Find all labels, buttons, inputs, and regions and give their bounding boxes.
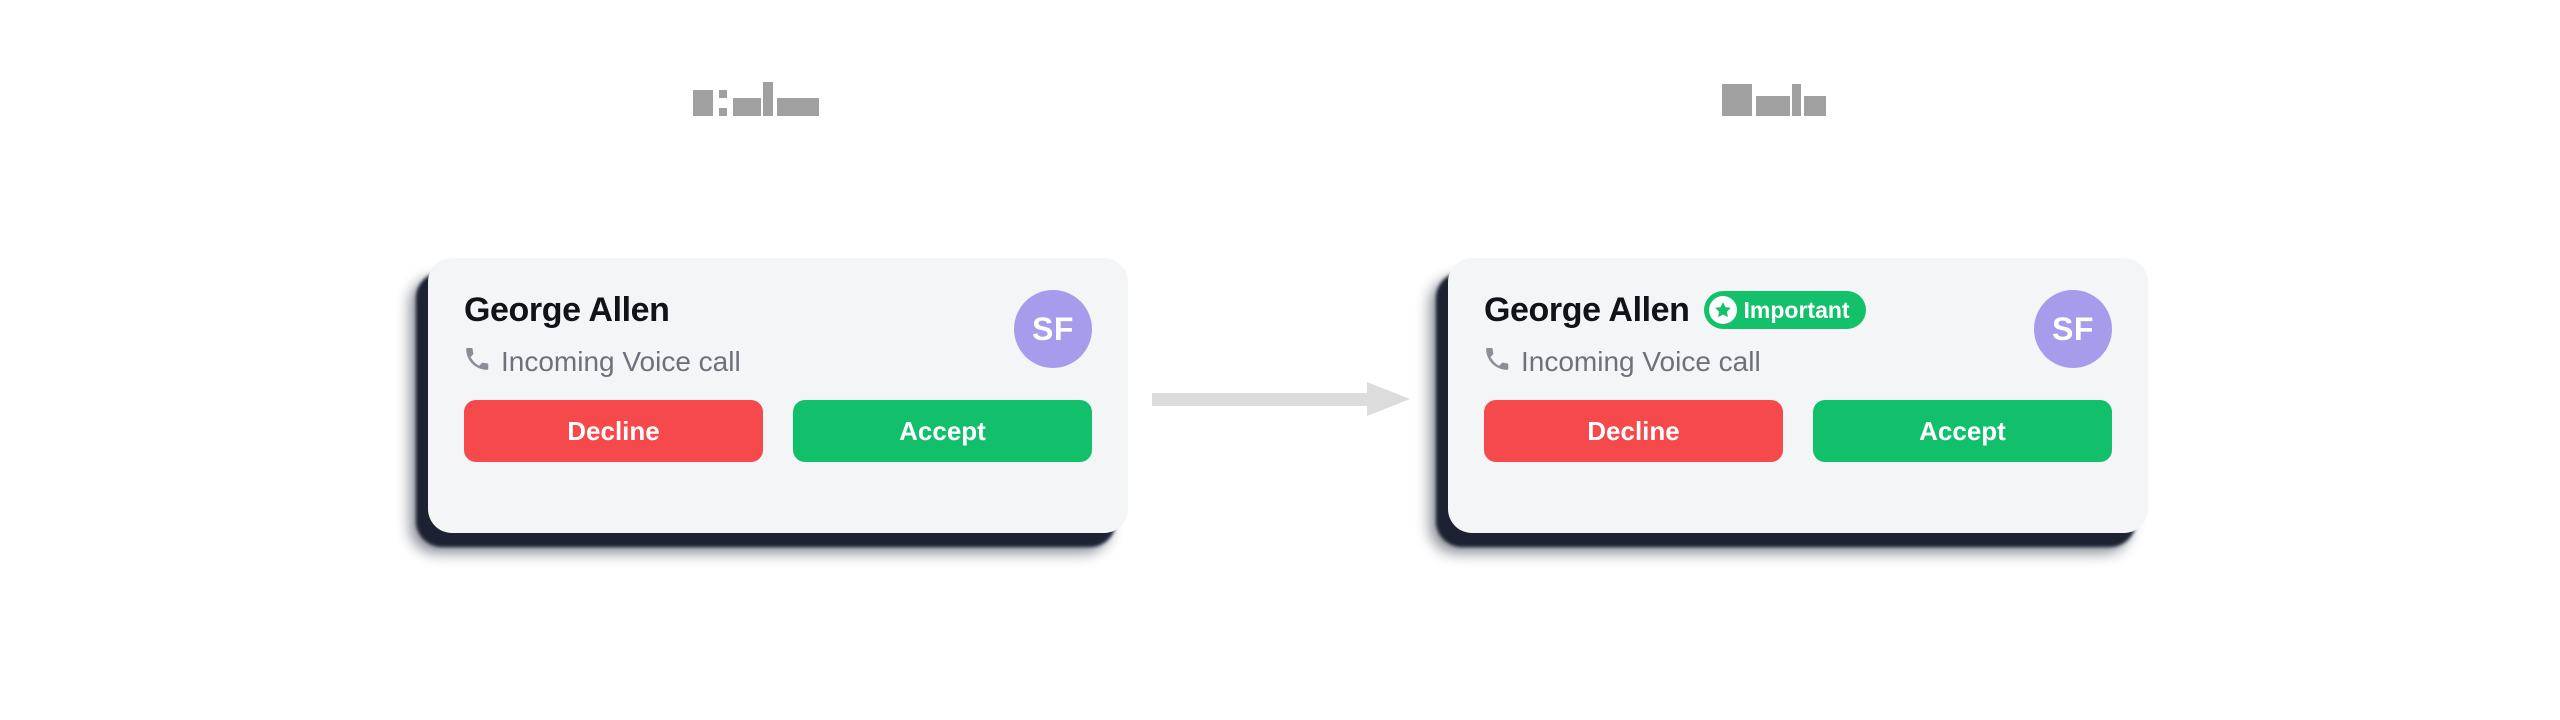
status-badge-label: Important	[1743, 296, 1850, 323]
redacted-text-block-right	[1722, 80, 1826, 120]
notification-card-with-badge: George Allen Important	[1430, 258, 2148, 553]
arrow-right-icon	[1152, 382, 1410, 416]
accept-button[interactable]: Accept	[793, 400, 1092, 462]
decline-button[interactable]: Decline	[464, 400, 763, 462]
accept-button[interactable]: Accept	[1813, 400, 2112, 462]
phone-icon	[1484, 346, 1510, 377]
star-icon	[1708, 296, 1737, 324]
notification-card-default: George Allen Incoming Voice call SF Decl…	[410, 258, 1128, 553]
title-row: George Allen	[464, 288, 1092, 332]
call-subtitle: Incoming Voice call	[1521, 345, 1761, 377]
card-header: George Allen Incoming Voice call SF	[464, 288, 1092, 384]
avatar[interactable]: SF	[2034, 290, 2112, 368]
call-subtitle: Incoming Voice call	[501, 345, 741, 377]
decline-button[interactable]: Decline	[1484, 400, 1783, 462]
card-actions: Decline Accept	[464, 400, 1092, 462]
arrow-shaft	[1152, 393, 1367, 406]
call-notification-card[interactable]: George Allen Incoming Voice call SF Decl…	[428, 258, 1128, 533]
avatar-initials: SF	[1032, 311, 1074, 347]
arrow-head	[1367, 382, 1410, 416]
card-actions: Decline Accept	[1484, 400, 2112, 462]
title-row: George Allen Important	[1484, 288, 2112, 332]
card-header: George Allen Important	[1484, 288, 2112, 384]
status-badge-important[interactable]: Important	[1703, 291, 1866, 329]
phone-icon	[464, 346, 490, 377]
avatar[interactable]: SF	[1014, 290, 1092, 368]
caption-right	[1722, 80, 1826, 120]
redacted-text-block-left	[693, 80, 819, 120]
call-notification-card[interactable]: George Allen Important	[1448, 258, 2148, 533]
subtitle-row: Incoming Voice call	[464, 346, 1092, 377]
subtitle-row: Incoming Voice call	[1484, 346, 2112, 377]
caption-left	[693, 80, 819, 120]
caller-name: George Allen	[1484, 291, 1690, 329]
avatar-initials: SF	[2052, 311, 2094, 347]
caller-name: George Allen	[464, 291, 670, 329]
